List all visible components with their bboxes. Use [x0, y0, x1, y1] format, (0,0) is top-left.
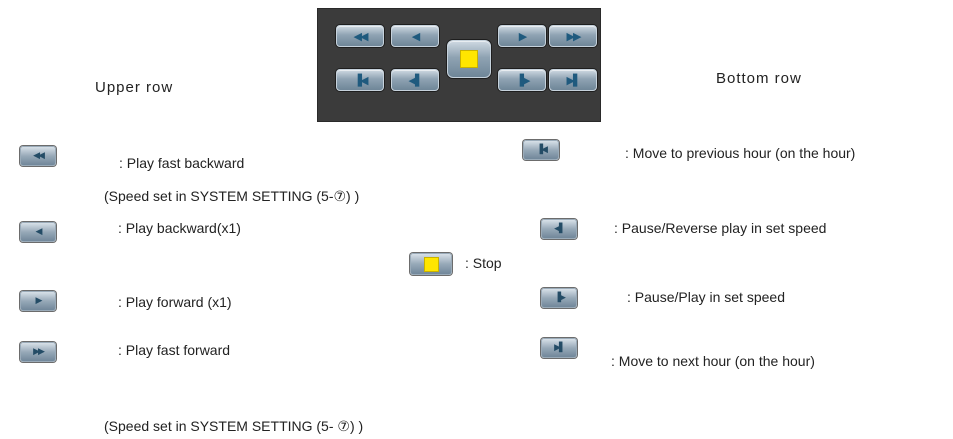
fast-backward-icon: ◀◀ — [353, 29, 369, 43]
panel-pause-play-button[interactable]: ▐▶ — [498, 69, 546, 91]
backward-label: : Play backward(x1) — [118, 220, 241, 236]
fast-backward-speed-note: (Speed set in SYSTEM SETTING (5-⑦) ) — [104, 188, 360, 204]
previous-hour-icon: ▐◀ — [353, 73, 369, 87]
legend-previous-hour-icon: ▐◀ — [523, 140, 559, 160]
legend-pause-reverse-icon: ◀▌ — [541, 219, 577, 239]
legend-pause-play-icon: ▐▶ — [541, 288, 577, 308]
next-hour-label: : Move to next hour (on the hour) — [611, 353, 815, 369]
speed-setting-note: (Speed set in SYSTEM SETTING (5- ⑦) ) — [104, 418, 364, 434]
fast-backward-label: : Play fast backward — [119, 155, 245, 171]
legend-fast-forward-icon: ▶▶ — [20, 342, 56, 362]
panel-pause-reverse-button[interactable]: ◀▌ — [391, 69, 439, 91]
panel-next-hour-button[interactable]: ▶▌ — [549, 69, 597, 91]
backward-icon: ◀ — [411, 29, 421, 43]
legend-next-hour-icon: ▶▌ — [541, 338, 577, 358]
upper-row-heading: Upper row — [95, 79, 174, 96]
fast-forward-icon: ▶▶ — [566, 29, 582, 43]
previous-hour-label: : Move to previous hour (on the hour) — [625, 145, 856, 161]
bottom-row-heading: Bottom row — [716, 70, 802, 87]
legend-fast-backward-icon: ◀◀ — [20, 146, 56, 166]
panel-previous-hour-button[interactable]: ▐◀ — [336, 69, 384, 91]
pause-reverse-label: : Pause/Reverse play in set speed — [614, 220, 827, 236]
panel-stop-button[interactable] — [447, 40, 491, 78]
panel-fast-forward-button[interactable]: ▶▶ — [549, 25, 597, 47]
pause-reverse-icon: ◀▌ — [408, 73, 424, 87]
stop-icon — [460, 50, 478, 68]
legend-forward-icon: ▶ — [20, 291, 56, 311]
panel-forward-button[interactable]: ▶ — [498, 25, 546, 47]
panel-backward-button[interactable]: ◀ — [391, 25, 439, 47]
next-hour-icon: ▶▌ — [566, 73, 582, 87]
legend-backward-icon: ◀ — [20, 222, 56, 242]
panel-fast-backward-button[interactable]: ◀◀ — [336, 25, 384, 47]
playback-control-panel: ◀◀ ◀ ▶ ▶▶ ▐◀ ◀▌ ▐▶ ▶▌ — [317, 8, 601, 122]
pause-play-label: : Pause/Play in set speed — [627, 289, 785, 305]
fast-forward-label: : Play fast forward — [118, 342, 231, 358]
stop-label: : Stop — [465, 255, 502, 271]
pause-play-icon: ▐▶ — [515, 73, 531, 87]
forward-icon: ▶ — [518, 29, 528, 43]
forward-label: : Play forward (x1) — [118, 294, 232, 310]
legend-stop-icon — [410, 253, 452, 275]
